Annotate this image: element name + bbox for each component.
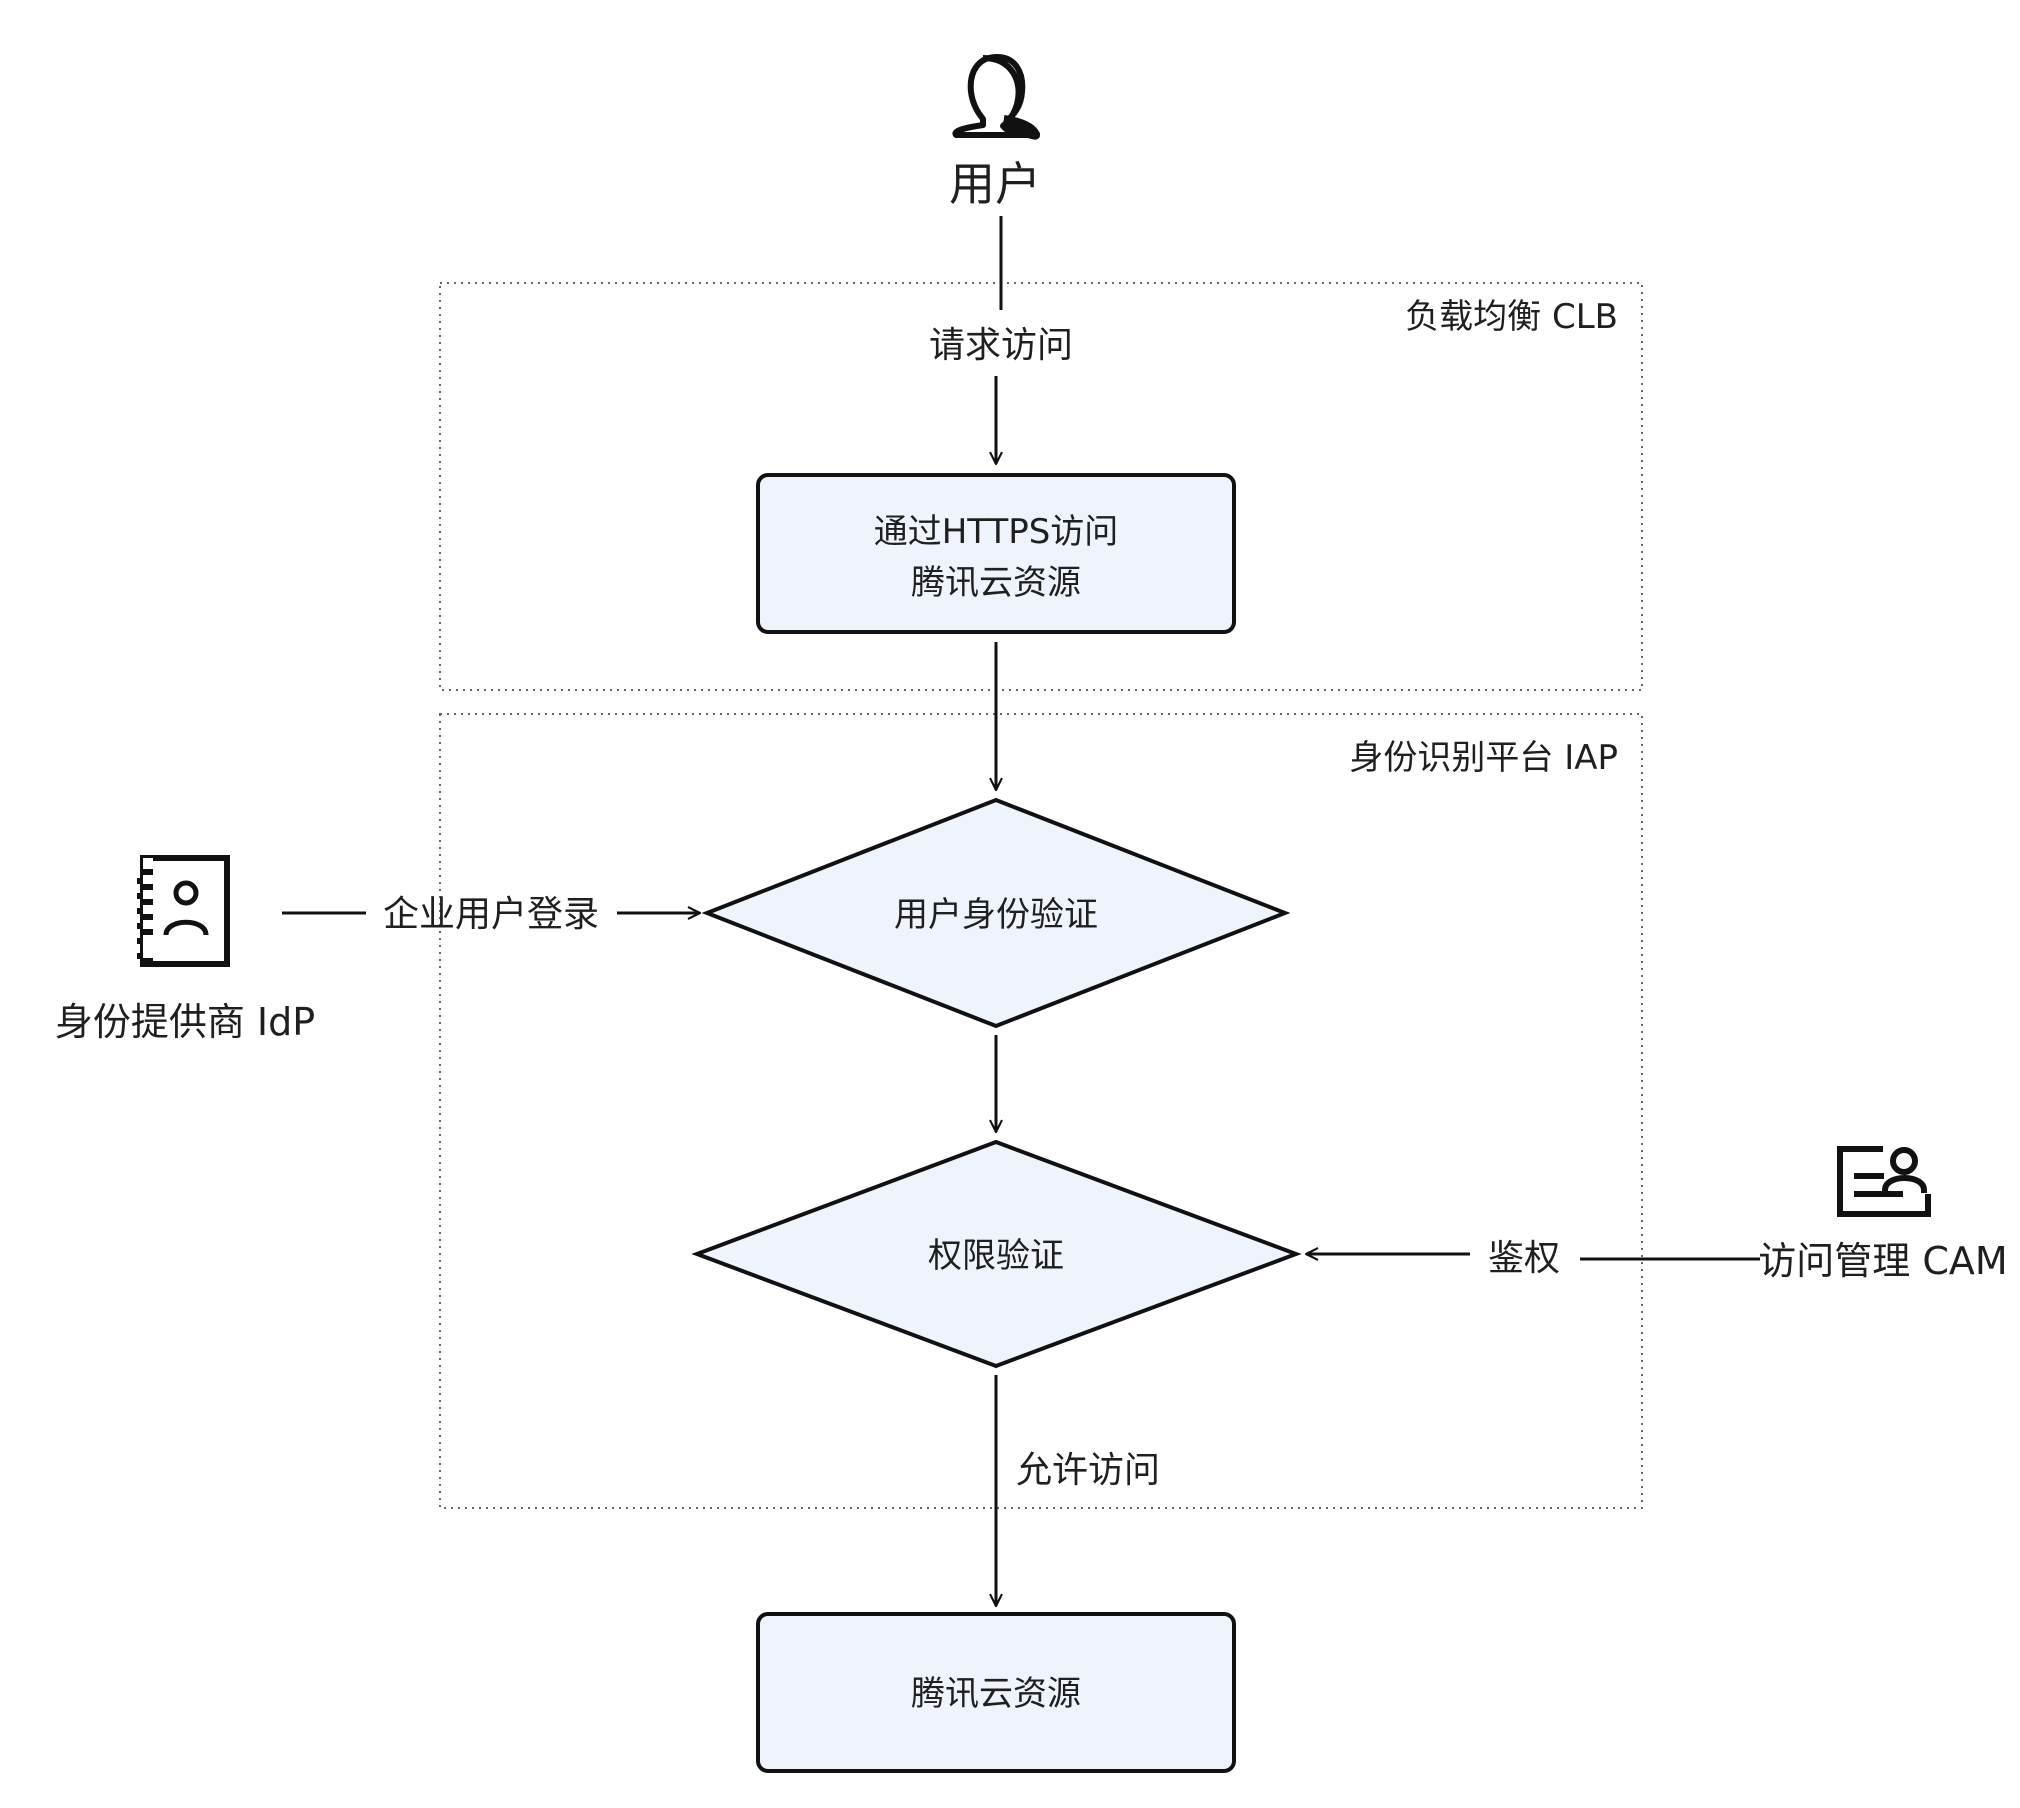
idp-label: 身份提供商 IdP (55, 1000, 315, 1044)
edge-label-enterprise-login: 企业用户登录 (383, 894, 599, 935)
node-cloud-resource (756, 1612, 1236, 1773)
node-https-access-line2: 腾讯云资源 (911, 563, 1081, 603)
clb-region-label: 负载均衡 CLB (1405, 297, 1618, 337)
user-label: 用户 (949, 157, 1041, 211)
iap-region (439, 713, 1643, 1509)
node-https-access (756, 473, 1236, 634)
node-identity-check (701, 797, 1291, 1029)
user-icon-figure (952, 54, 1039, 138)
id-card-icon (1837, 1146, 1931, 1217)
edge-label-request-access: 请求访问 (929, 325, 1073, 366)
node-cloud-resource-label: 腾讯云资源 (911, 1674, 1081, 1714)
edge-label-auth: 鉴权 (1488, 1238, 1560, 1279)
cam-label: 访问管理 CAM (1758, 1239, 2007, 1283)
node-permission-check (691, 1139, 1302, 1369)
iap-region-label: 身份识别平台 IAP (1349, 738, 1618, 778)
contact-card-icon (137, 855, 230, 967)
node-https-access-line1: 通过HTTPS访问 (874, 512, 1119, 552)
node-identity-check-label: 用户身份验证 (894, 895, 1098, 935)
edge-label-allow-access: 允许访问 (1016, 1450, 1160, 1491)
node-permission-check-label: 权限验证 (928, 1236, 1064, 1276)
